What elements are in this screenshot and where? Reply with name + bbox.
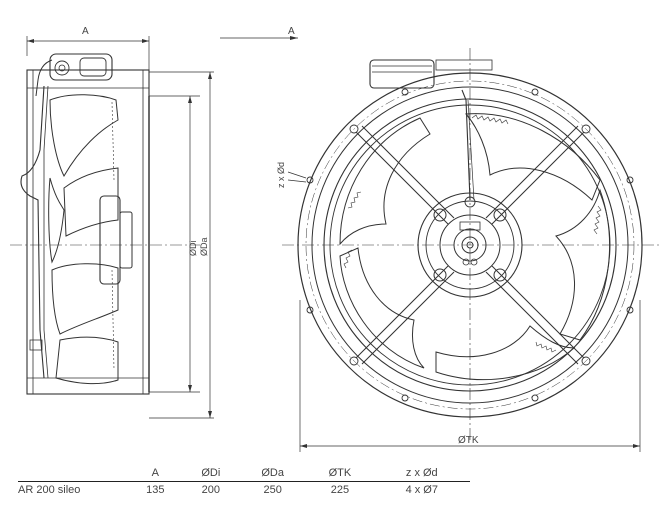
spec-table-header: A ØDi ØDa ØTK z x Ød (18, 466, 470, 482)
cell-tk: 225 (306, 481, 374, 497)
support-struts-side (20, 85, 49, 379)
dim-da-label: ØDa (199, 237, 209, 256)
dim-di-label: ØDi (188, 241, 198, 257)
table-row: AR 200 sileo 135 200 250 225 4 x Ø7 (18, 481, 470, 497)
terminal-box-side (35, 53, 113, 97)
header-da: ØDa (261, 467, 284, 479)
cell-di: 200 (182, 481, 239, 497)
side-view (10, 36, 214, 419)
dim-tk-line (299, 300, 641, 452)
dim-a-label: A (82, 26, 89, 37)
cell-model: AR 200 sileo (18, 481, 128, 497)
bolt-holes (306, 88, 634, 402)
view-arrow-a-label: A (288, 26, 295, 37)
dim-a-line (26, 36, 150, 72)
cell-a: 135 (128, 481, 183, 497)
front-view (220, 36, 660, 452)
dim-tk-label: ØTK (458, 435, 479, 446)
header-a: A (151, 467, 159, 479)
view-arrow-a (220, 36, 298, 40)
cell-da: 250 (238, 481, 307, 497)
header-model (18, 466, 128, 482)
dim-zxd-label: z x Ød (276, 162, 286, 188)
header-tk: ØTK (328, 467, 352, 479)
header-zxd: z x Ød (405, 467, 438, 479)
housing-outline (26, 69, 150, 395)
hub-side (99, 195, 133, 285)
dim-diameter-lines (149, 71, 214, 419)
impeller-blades-front (339, 113, 610, 381)
cell-zxd: 4 x Ø7 (373, 481, 470, 497)
impeller-blades-side (48, 94, 119, 385)
dim-zxd-leader (287, 171, 307, 183)
terminal-box-front (369, 59, 493, 89)
header-di: ØDi (201, 467, 221, 479)
spec-table: A ØDi ØDa ØTK z x Ød AR 200 sileo 135 20… (18, 466, 470, 497)
